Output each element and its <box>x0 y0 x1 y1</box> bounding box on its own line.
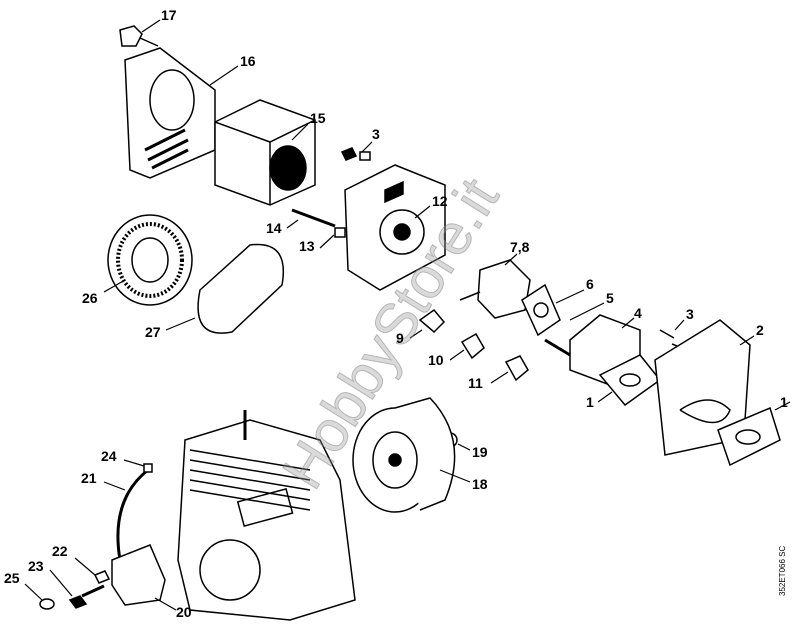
label-1b: 1 <box>780 394 788 410</box>
label-3: 3 <box>372 126 380 142</box>
label-1: 1 <box>586 394 594 410</box>
part-22-23-25-fasteners <box>39 570 111 610</box>
part-26-filter-element <box>107 214 193 306</box>
label-12: 12 <box>432 193 448 209</box>
part-16-filter-cover <box>124 47 216 179</box>
label-2: 2 <box>756 322 764 338</box>
label-24: 24 <box>101 448 117 464</box>
part-1-gasket-right <box>717 406 781 467</box>
part-21-ignition-lead <box>116 463 153 561</box>
part-27-sleeve <box>197 243 284 334</box>
label-4: 4 <box>634 305 642 321</box>
label-20: 20 <box>176 604 192 620</box>
label-6: 6 <box>586 276 594 292</box>
part-screws <box>291 147 683 349</box>
label-22: 22 <box>52 543 68 559</box>
part-12-carburetor-box <box>344 164 446 291</box>
engine-cylinder-crankcase <box>177 410 356 621</box>
part-6-gasket <box>521 283 561 337</box>
label-25: 25 <box>4 570 20 586</box>
label-9: 9 <box>396 330 404 346</box>
label-19: 19 <box>472 444 488 460</box>
label-7-8: 7,8 <box>510 239 530 255</box>
label-23: 23 <box>28 558 44 574</box>
label-17: 17 <box>161 7 177 23</box>
leader-lines <box>24 19 791 611</box>
label-21: 21 <box>81 470 97 486</box>
label-27: 27 <box>145 324 161 340</box>
label-11: 11 <box>468 375 483 391</box>
label-14: 14 <box>266 220 282 236</box>
part-18-flywheel <box>352 397 456 513</box>
label-5: 5 <box>606 290 614 306</box>
label-26: 26 <box>82 290 98 306</box>
drawing-code: 352ET066 SC <box>778 545 787 596</box>
part-20-ignition-module <box>111 544 166 606</box>
label-18: 18 <box>472 476 488 492</box>
label-16: 16 <box>240 53 256 69</box>
label-13: 13 <box>299 238 315 254</box>
part-15-filter-foam <box>214 99 316 206</box>
part-17-knob <box>119 25 159 47</box>
label-15: 15 <box>310 110 326 126</box>
part-9-10-11-knobs <box>418 308 529 382</box>
label-10: 10 <box>428 352 444 368</box>
label-3b: 3 <box>686 306 694 322</box>
